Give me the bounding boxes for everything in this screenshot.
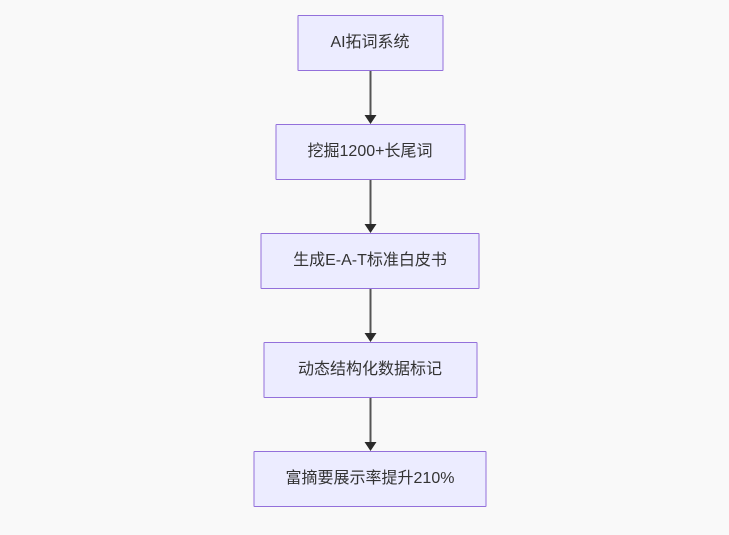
flow-node-step-3: 生成E-A-T标准白皮书 [260,233,480,289]
flow-node-step-1: AI拓词系统 [297,15,443,71]
arrow-down-icon [364,224,376,233]
flow-node-step-2: 挖掘1200+长尾词 [275,124,465,180]
arrow-line [369,180,371,226]
flow-edge-2-3 [364,180,376,233]
flow-node-label: 动态结构化数据标记 [297,361,442,378]
flow-edge-4-5 [364,398,376,451]
flow-node-label: 富摘要展示率提升210% [285,470,455,487]
flow-edge-3-4 [364,289,376,342]
arrow-line [369,71,371,117]
flowchart-column: AI拓词系统 挖掘1200+长尾词 生成E-A-T标准白皮书 动态结构化数据标记 [253,15,487,507]
flow-node-label: AI拓词系统 [330,34,410,51]
arrow-line [369,398,371,444]
arrow-down-icon [364,442,376,451]
flow-node-label: 挖掘1200+长尾词 [307,143,433,160]
arrow-down-icon [364,333,376,342]
flow-node-label: 生成E-A-T标准白皮书 [293,252,447,269]
arrow-down-icon [364,115,376,124]
flow-edge-1-2 [364,71,376,124]
flow-node-step-5: 富摘要展示率提升210% [253,451,487,507]
flow-node-step-4: 动态结构化数据标记 [263,342,477,398]
arrow-line [369,289,371,335]
